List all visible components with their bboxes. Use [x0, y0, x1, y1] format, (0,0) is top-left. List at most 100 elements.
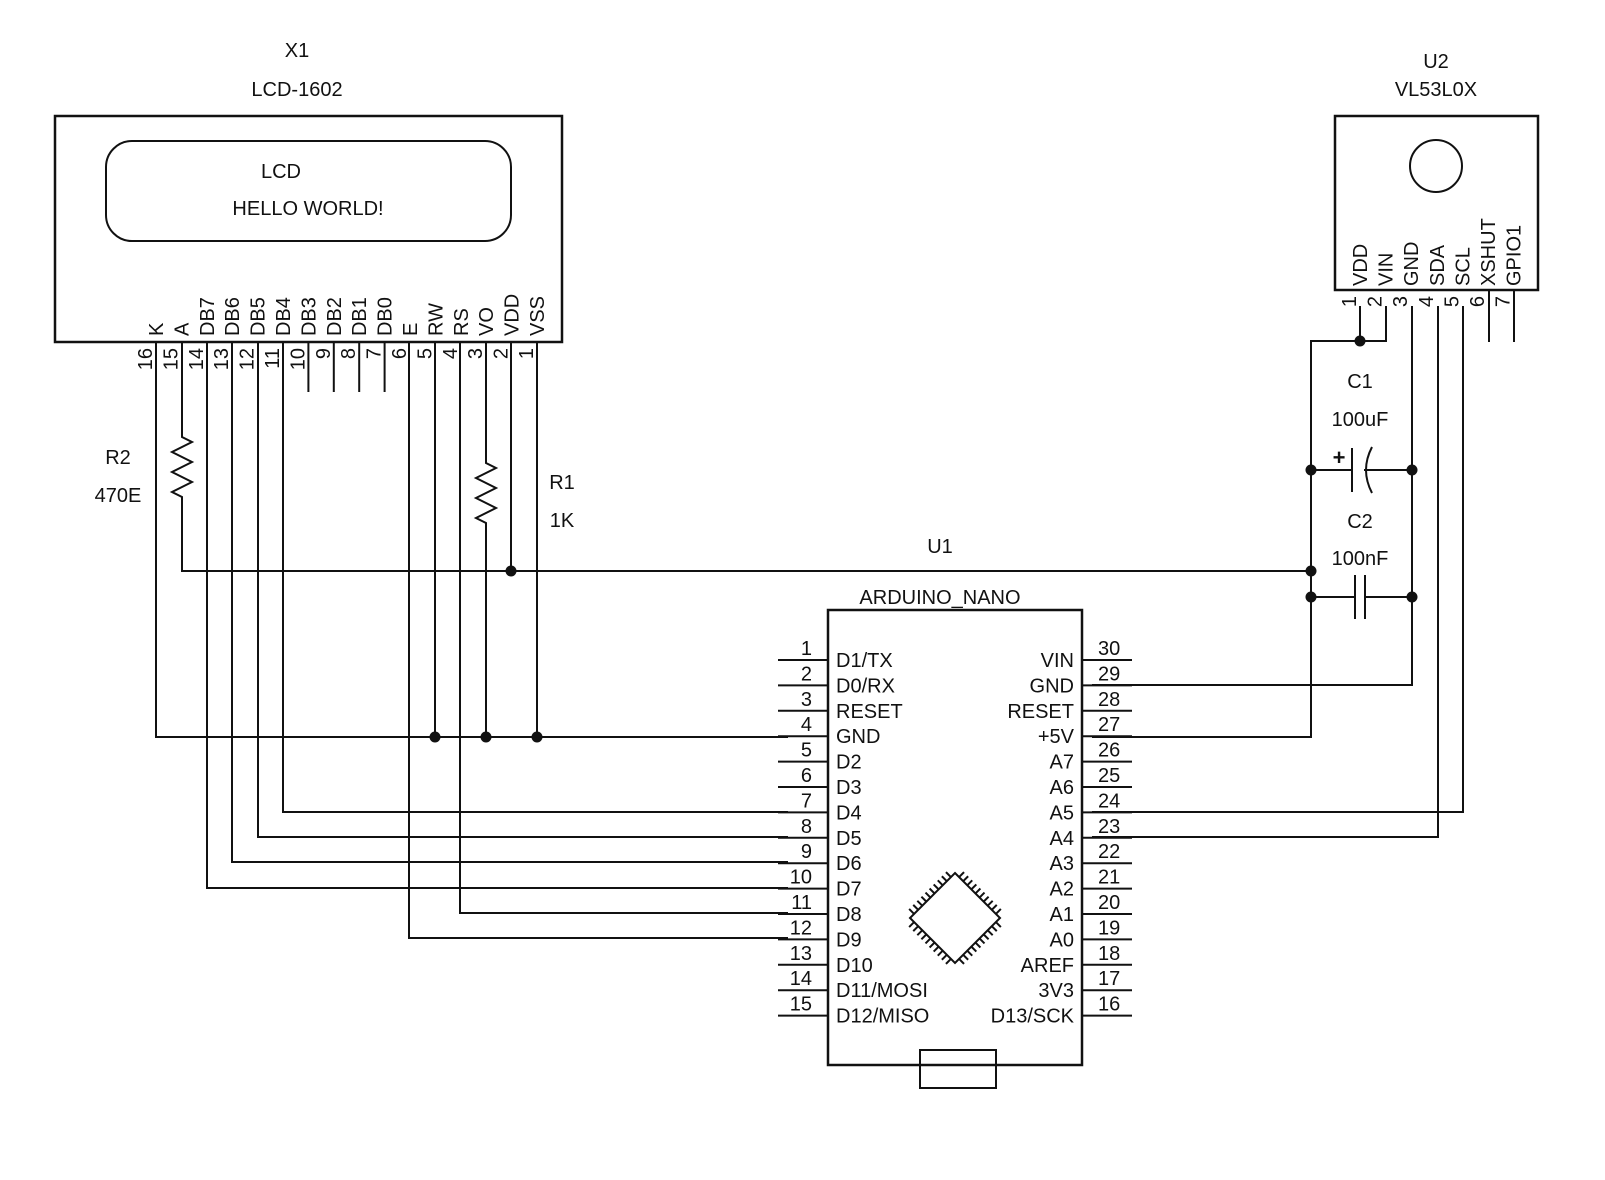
lcd-pin-number: 2 — [491, 348, 513, 359]
lcd-pin-number: 12 — [237, 348, 259, 370]
lcd-pin-name: DB0 — [375, 297, 397, 336]
arduino-pin-name: GND — [1030, 675, 1074, 697]
junction-dot — [1305, 464, 1317, 476]
arduino-pin-name: A7 — [1050, 752, 1074, 774]
junctions — [429, 335, 1418, 743]
arduino-pin-number: 19 — [1098, 917, 1120, 939]
arduino-pin-number: 1 — [801, 638, 812, 660]
usb-connector — [919, 1049, 997, 1089]
sensor-pin-number: 1 — [1339, 296, 1361, 307]
resistor-r1: R1 1K — [473, 458, 575, 532]
lcd-pin-name: A — [171, 322, 193, 336]
arduino-pin-number: 27 — [1098, 714, 1120, 736]
lcd-pin-name: E — [400, 323, 422, 336]
arduino-pin-name: A4 — [1050, 828, 1074, 850]
sensor-pin-number: 2 — [1365, 296, 1387, 307]
arduino-pin-name: D9 — [836, 929, 862, 951]
arduino-pin-number: 8 — [801, 816, 812, 838]
arduino-pin-name: D8 — [836, 904, 862, 926]
arduino-pin-name: +5V — [1038, 726, 1075, 748]
lcd-pin-number: 9 — [313, 348, 335, 359]
resistor-r2-value: 470E — [95, 485, 142, 507]
lcd-pin-name: RS — [451, 308, 473, 336]
sensor-pin-name: VIN — [1376, 253, 1398, 286]
resistor-r2-ref: R2 — [105, 447, 131, 469]
arduino-pin-name: D13/SCK — [991, 1006, 1075, 1028]
sensor-body — [1333, 114, 1540, 292]
arduino-pin-name: D1/TX — [836, 650, 893, 672]
capacitor-c1-value: 100uF — [1332, 409, 1389, 431]
sensor-ref: U2 — [1423, 51, 1449, 73]
arduino-pin-name: VIN — [1041, 650, 1074, 672]
arduino-pin-number: 4 — [801, 714, 812, 736]
arduino-pin-name: GND — [836, 726, 880, 748]
resistor-r1-zigzag — [473, 458, 499, 528]
lcd-screen — [105, 140, 512, 242]
arduino-pin-number: 17 — [1098, 968, 1120, 990]
capacitor-c2: C2 100nF — [1311, 511, 1412, 619]
lcd-pin-number: 4 — [440, 348, 462, 359]
wires — [155, 290, 1515, 939]
arduino-nano: U1 ARDUINO_NANO 1D1/TX2D0/RX3RESET4GND5D… — [778, 536, 1132, 1089]
arduino-pin-name: D3 — [836, 777, 862, 799]
lcd-pin-number: 3 — [465, 348, 487, 359]
junction-dot — [1354, 335, 1366, 347]
lcd-pin-number: 8 — [338, 348, 360, 359]
resistor-r2-zigzag — [169, 432, 195, 502]
lcd-pin-number: 11 — [262, 348, 284, 369]
arduino-pin-number: 10 — [790, 867, 812, 889]
lcd-pin-number: 13 — [211, 348, 233, 370]
arduino-pin-name: AREF — [1021, 955, 1074, 977]
lcd-pin-number: 15 — [160, 348, 182, 370]
junction-dot — [1406, 464, 1418, 476]
arduino-pin-name: D6 — [836, 853, 862, 875]
resistor-r2: R2 470E — [95, 432, 195, 507]
arduino-pin-number: 3 — [801, 689, 812, 711]
arduino-pin-name: A1 — [1050, 904, 1074, 926]
arduino-pin-number: 21 — [1098, 867, 1120, 889]
arduino-pin-number: 6 — [801, 765, 812, 787]
junction-dot — [1305, 565, 1317, 577]
arduino-pin-name: D12/MISO — [836, 1006, 929, 1028]
resistor-r1-value: 1K — [550, 510, 575, 532]
lcd-pin-number: 6 — [389, 348, 411, 359]
arduino-part: ARDUINO_NANO — [859, 587, 1020, 609]
arduino-pin-number: 22 — [1098, 841, 1120, 863]
lcd-pin-name: DB6 — [222, 297, 244, 336]
arduino-pin-name: D2 — [836, 752, 862, 774]
sensor-pin-name: GND — [1401, 242, 1423, 286]
junction-dot — [1406, 591, 1418, 603]
arduino-pin-name: D11/MOSI — [836, 980, 928, 1002]
lcd-pin-name: RW — [425, 303, 447, 336]
arduino-pin-name: D7 — [836, 879, 862, 901]
lcd-pin-name: K — [146, 322, 168, 336]
sensor-pin-number: 7 — [1493, 296, 1515, 307]
mcu-chip-icon — [908, 871, 1002, 965]
sensor-pin-name: SCL — [1452, 247, 1474, 286]
arduino-pin-number: 25 — [1098, 765, 1120, 787]
arduino-pin-number: 28 — [1098, 689, 1120, 711]
junction-dot — [531, 731, 543, 743]
capacitor-c1: C1 100uF + — [1311, 371, 1412, 494]
sensor-part: VL53L0X — [1395, 79, 1477, 101]
arduino-pin-number: 9 — [801, 841, 812, 863]
lcd-pin-name: VSS — [527, 296, 549, 336]
lcd-screen-text: HELLO WORLD! — [232, 198, 383, 220]
lcd-module: X1 LCD-1602 LCD HELLO WORLD! K16A15DB714… — [53, 40, 564, 392]
arduino-pin-name: RESET — [1007, 701, 1074, 723]
capacitor-c2-value: 100nF — [1332, 548, 1389, 570]
resistor-r1-ref: R1 — [549, 472, 575, 494]
capacitor-c1-ref: C1 — [1347, 371, 1373, 393]
arduino-pin-name: 3V3 — [1038, 980, 1074, 1002]
sensor-pin-name: GPIO1 — [1504, 225, 1526, 286]
arduino-pin-name: RESET — [836, 701, 903, 723]
lcd-pin-name: VO — [476, 307, 498, 336]
lcd-pin-name: DB1 — [349, 297, 371, 336]
arduino-pin-name: A5 — [1050, 802, 1074, 824]
sensor-pin-name: SDA — [1427, 244, 1449, 286]
arduino-pin-number: 23 — [1098, 816, 1120, 838]
lcd-pin-name: DB5 — [248, 297, 270, 336]
arduino-pin-name: A0 — [1050, 929, 1074, 951]
vl53l0x-module: U2 VL53L0X VDD1VIN2GND3SDA4SCL5XSHUT6GPI… — [1333, 51, 1540, 307]
